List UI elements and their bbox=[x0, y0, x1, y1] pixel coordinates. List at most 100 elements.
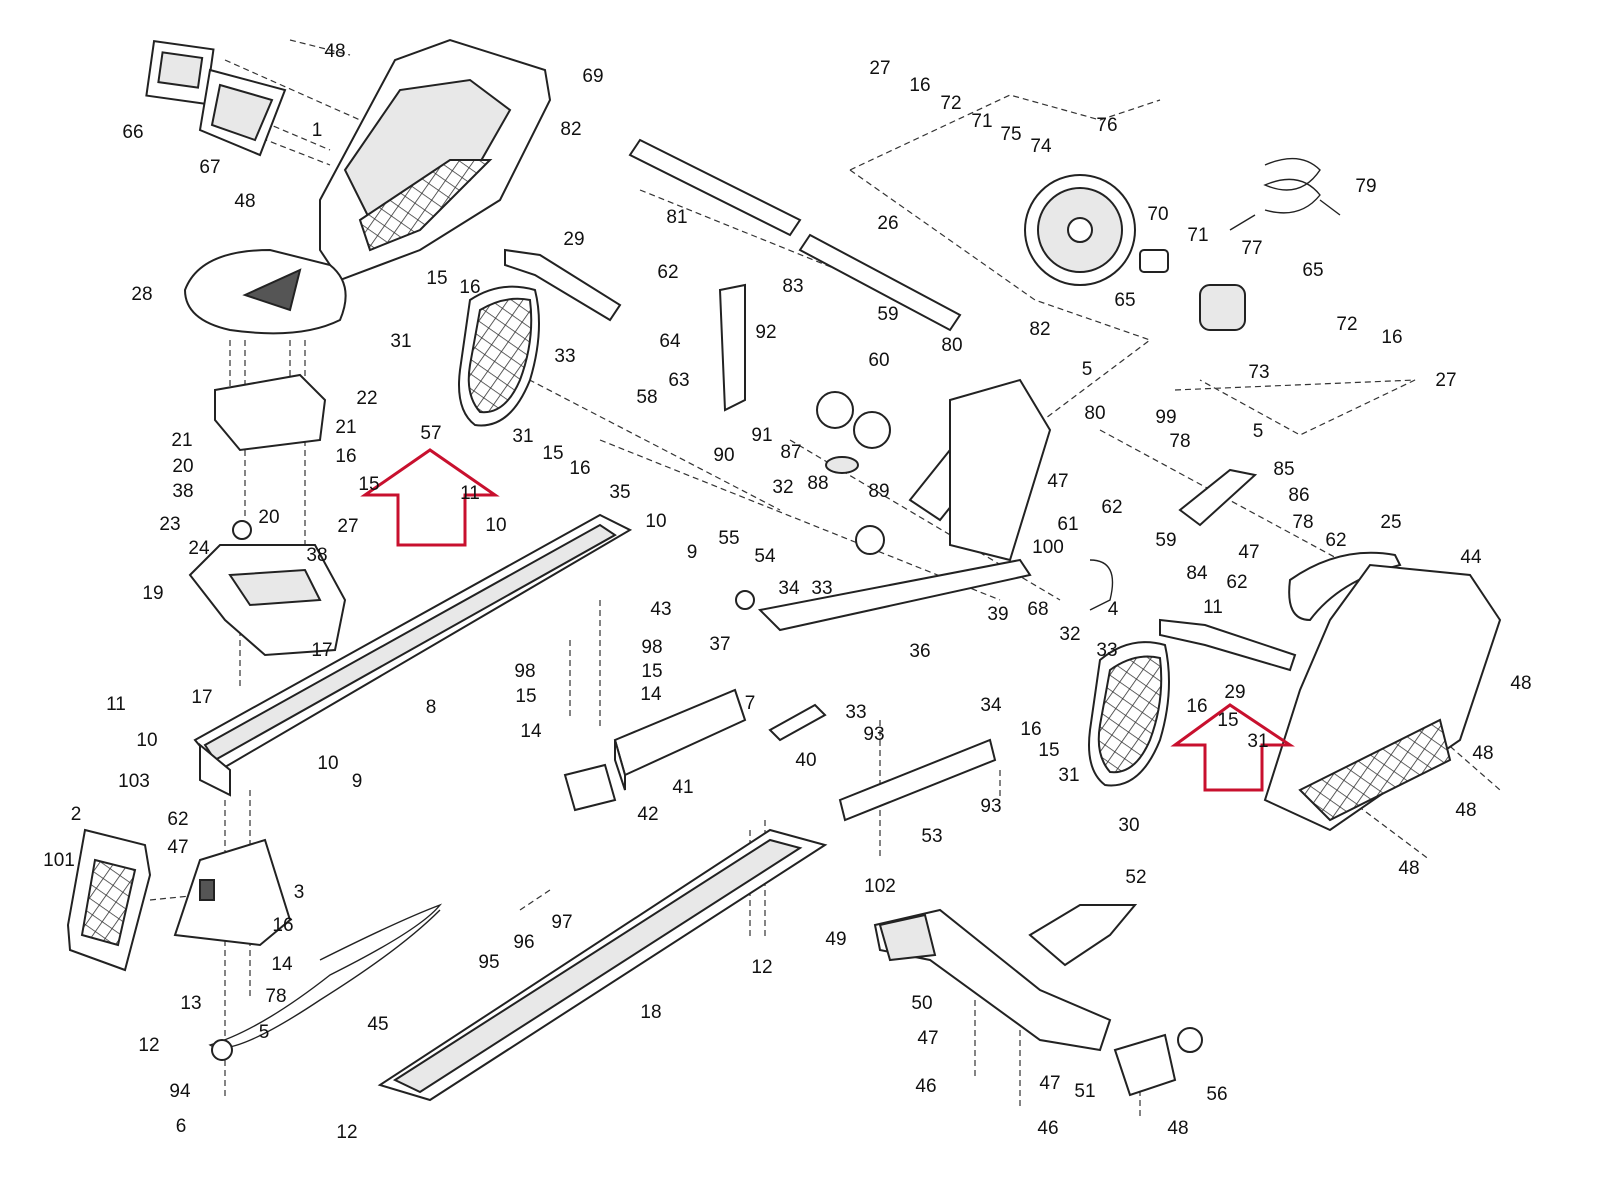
part-callout: 47 bbox=[1238, 542, 1259, 563]
part-callout: 80 bbox=[1084, 403, 1105, 424]
part-callout: 48 bbox=[1167, 1118, 1188, 1139]
part-callout: 62 bbox=[1101, 497, 1122, 518]
part-callout: 31 bbox=[512, 426, 533, 447]
part-callout: 14 bbox=[520, 721, 542, 742]
part-callout: 27 bbox=[337, 516, 358, 537]
console-display-66 bbox=[145, 39, 215, 106]
pad-40 bbox=[768, 703, 827, 742]
part-callout: 20 bbox=[172, 456, 193, 477]
console-bracket-67 bbox=[198, 68, 287, 157]
part-callout: 58 bbox=[636, 387, 657, 408]
resistance-knob-87 bbox=[825, 456, 859, 474]
part-callout: 34 bbox=[778, 578, 800, 599]
part-callout: 16 bbox=[272, 915, 293, 936]
part-callout: 49 bbox=[825, 929, 846, 950]
part-callout: 100 bbox=[1032, 537, 1064, 558]
part-callout: 86 bbox=[1288, 485, 1309, 506]
part-callout: 46 bbox=[1037, 1118, 1058, 1139]
part-callout: 31 bbox=[390, 331, 411, 352]
part-callout: 57 bbox=[420, 423, 441, 444]
part-callout: 10 bbox=[645, 511, 666, 532]
part-callout: 63 bbox=[668, 370, 689, 391]
part-callout: 10 bbox=[136, 730, 157, 751]
front-stabilizer-3 bbox=[173, 838, 292, 947]
part-callout: 78 bbox=[265, 986, 286, 1007]
seat-bracket-22 bbox=[214, 373, 327, 452]
part-callout: 15 bbox=[358, 474, 379, 495]
up-arrow-indicator-right bbox=[1170, 703, 1295, 792]
part-callout: 78 bbox=[1292, 512, 1313, 533]
roller-24 bbox=[232, 520, 252, 540]
part-callout: 37 bbox=[709, 634, 730, 655]
part-callout: 9 bbox=[352, 771, 363, 792]
part-callout: 21 bbox=[171, 430, 192, 451]
console-shroud-69 bbox=[319, 38, 552, 282]
part-callout: 31 bbox=[1247, 731, 1268, 752]
part-callout: 55 bbox=[718, 528, 739, 549]
part-callout: 82 bbox=[560, 119, 581, 140]
endcap-56 bbox=[1113, 1027, 1203, 1097]
part-callout: 91 bbox=[751, 425, 772, 446]
part-callout: 10 bbox=[485, 515, 506, 536]
pedal-30 bbox=[1088, 641, 1170, 787]
part-callout: 33 bbox=[845, 702, 866, 723]
part-callout: 59 bbox=[1155, 530, 1176, 551]
part-callout: 47 bbox=[167, 837, 188, 858]
part-callout: 32 bbox=[1059, 624, 1080, 645]
part-callout: 35 bbox=[609, 482, 630, 503]
seat-carriage-19 bbox=[188, 544, 347, 657]
part-callout: 12 bbox=[751, 957, 772, 978]
part-callout: 20 bbox=[258, 507, 279, 528]
part-callout: 21 bbox=[335, 417, 356, 438]
part-callout: 14 bbox=[271, 954, 293, 975]
axle-tube-81 bbox=[628, 138, 802, 237]
part-callout: 72 bbox=[1336, 314, 1357, 335]
part-callout: 46 bbox=[915, 1076, 936, 1097]
part-callout: 93 bbox=[863, 724, 884, 745]
part-callout: 16 bbox=[335, 446, 356, 467]
part-callout: 4 bbox=[1108, 599, 1119, 620]
part-callout: 14 bbox=[640, 684, 662, 705]
part-callout: 26 bbox=[877, 213, 898, 234]
part-callout: 70 bbox=[1147, 204, 1168, 225]
part-callout: 28 bbox=[131, 284, 152, 305]
part-callout: 16 bbox=[909, 75, 930, 96]
part-callout: 66 bbox=[122, 122, 143, 143]
part-callout: 65 bbox=[1302, 260, 1323, 281]
part-callout: 6 bbox=[176, 1116, 187, 1137]
part-callout: 11 bbox=[106, 694, 126, 715]
part-callout: 88 bbox=[807, 473, 828, 494]
spring-79 bbox=[1229, 157, 1341, 231]
part-callout: 96 bbox=[513, 932, 534, 953]
part-callout: 29 bbox=[1224, 682, 1245, 703]
part-callout: 48 bbox=[1398, 858, 1419, 879]
part-callout: 12 bbox=[336, 1122, 357, 1143]
pulley-60 bbox=[816, 391, 891, 449]
part-callout: 89 bbox=[868, 481, 889, 502]
part-callout: 65 bbox=[1114, 290, 1135, 311]
frame-41 bbox=[613, 688, 747, 791]
part-callout: 16 bbox=[1186, 696, 1207, 717]
part-callout: 9 bbox=[687, 542, 698, 563]
rail-cover-18 bbox=[377, 828, 828, 1102]
part-callout: 62 bbox=[657, 262, 678, 283]
cable-61 bbox=[1089, 559, 1114, 611]
part-callout: 62 bbox=[1226, 572, 1247, 593]
part-callout: 101 bbox=[43, 850, 75, 871]
part-callout: 16 bbox=[1020, 719, 1041, 740]
part-callout: 27 bbox=[869, 58, 890, 79]
part-callout: 45 bbox=[367, 1014, 388, 1035]
part-callout: 84 bbox=[1186, 563, 1208, 584]
part-callout: 15 bbox=[542, 443, 563, 464]
part-callout: 11 bbox=[460, 483, 480, 504]
part-callout: 10 bbox=[317, 753, 338, 774]
shroud-44 bbox=[1263, 563, 1502, 832]
leveler-52 bbox=[1028, 904, 1138, 967]
part-callout: 81 bbox=[666, 207, 687, 228]
part-callout: 5 bbox=[1253, 421, 1264, 442]
part-callout: 5 bbox=[259, 1022, 270, 1043]
belt-45 bbox=[208, 903, 443, 1061]
part-callout: 80 bbox=[941, 335, 962, 356]
part-callout: 103 bbox=[118, 771, 150, 792]
